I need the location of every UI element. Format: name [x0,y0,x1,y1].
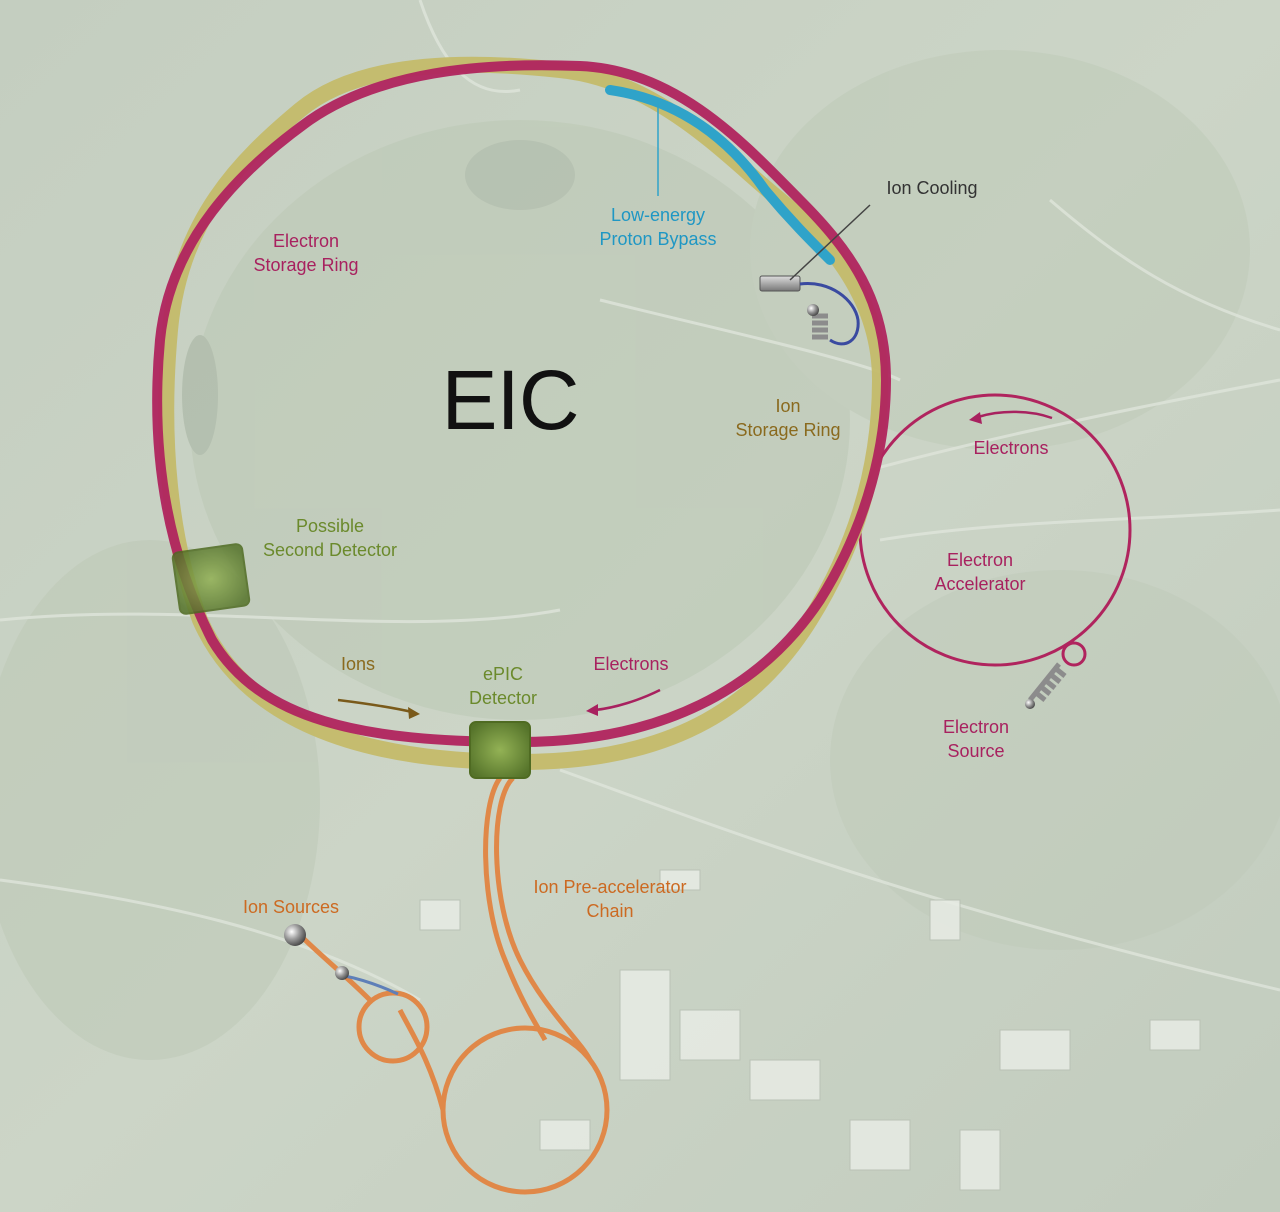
possible-second-detector [171,543,251,615]
ion-source-large [284,924,306,946]
electron-source-coil [1028,662,1067,702]
electron-source-ball [1025,699,1035,709]
label-electrons-arrow: Electrons [593,654,669,674]
ion-cooling-unit [759,275,801,292]
campus-buildings [419,869,1201,1191]
low-energy-bypass [605,85,835,265]
label-ion-sources: Ion Sources [242,897,340,917]
label-ions: Ions [340,654,376,674]
electrons-arrow [586,688,661,716]
label-electrons-loop: Electrons [973,438,1049,458]
ion-cooling-ball [807,304,819,316]
ion-cooling-leader [789,204,871,281]
terrain-texture [0,50,1280,1060]
ion-cooling-loop [799,281,860,346]
ion-source-blue-line [344,974,399,996]
eic-title: EIC [441,353,579,447]
electrons-loop-arrow [969,410,1053,424]
epic-detector [469,721,531,779]
ion-cooling-coil [812,313,828,340]
label-ion-cooling: Ion Cooling [886,178,978,198]
ions-arrow [337,698,420,719]
roads [0,0,1280,1002]
ion-source-small [335,966,349,980]
